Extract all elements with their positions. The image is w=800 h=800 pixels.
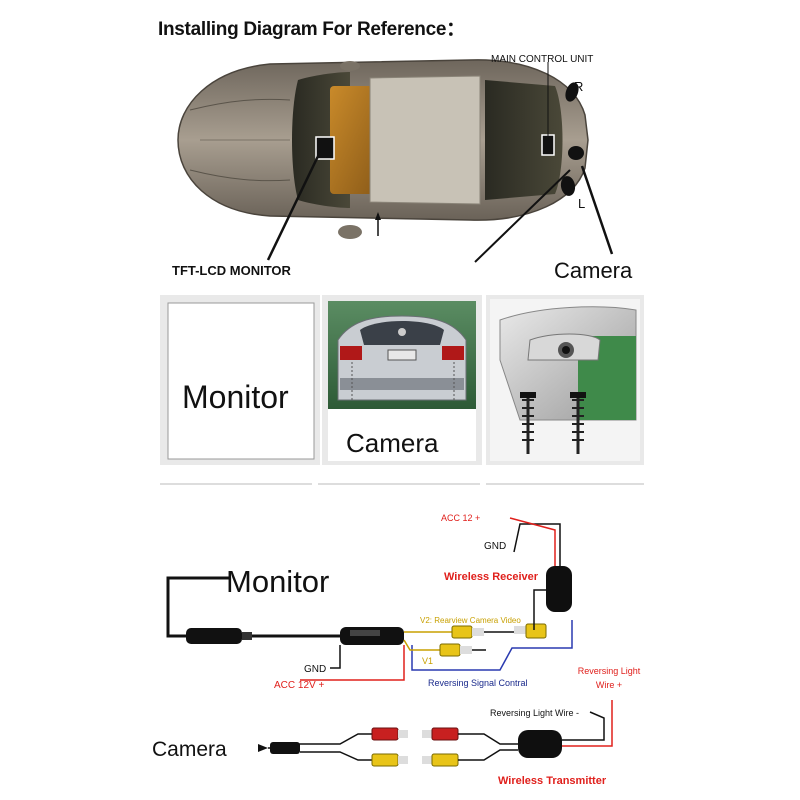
wiring-diagram — [166, 517, 613, 767]
acc12-top-label: ACC 12 + — [441, 513, 480, 523]
wireless-receiver-label: Wireless Receiver — [444, 571, 539, 583]
wiring-monitor-label: Monitor — [226, 564, 329, 599]
acc12v-label: ACC 12V + — [274, 680, 324, 691]
reversing-light-wire-negative-label: Reversing Light Wire - — [490, 708, 579, 718]
panel-mount-photo — [486, 295, 644, 465]
reversing-light-wire-positive-label: Reversing Light Wire + — [577, 666, 641, 690]
panel-monitor-label: Monitor — [182, 379, 289, 415]
v2-video-label: V2: Rearview Camera Video — [420, 616, 521, 625]
gnd-bottom-label: GND — [304, 664, 326, 675]
l-label: L — [578, 196, 585, 211]
page-title: Installing Diagram For Reference： — [158, 19, 465, 40]
wireless-transmitter-label: Wireless Transmitter — [498, 775, 607, 787]
reversing-signal-label: Reversing Signal Contral — [428, 678, 528, 688]
gnd-top-label: GND — [484, 541, 506, 552]
wiring-camera-label: Camera — [152, 738, 227, 761]
car-top-view — [177, 59, 614, 263]
car-camera-label: Camera — [554, 258, 633, 283]
r-label: R — [574, 79, 583, 94]
panel-camera-label: Camera — [346, 428, 439, 458]
tft-lcd-monitor-label: TFT-LCD MONITOR — [172, 263, 292, 278]
main-control-unit-label: MAIN CONTROL UNIT — [491, 54, 593, 65]
camera-arrow-icon — [258, 744, 268, 752]
panel-camera-photo — [322, 295, 482, 465]
v1-label: V1 — [422, 656, 433, 666]
panel-monitor — [160, 295, 320, 465]
